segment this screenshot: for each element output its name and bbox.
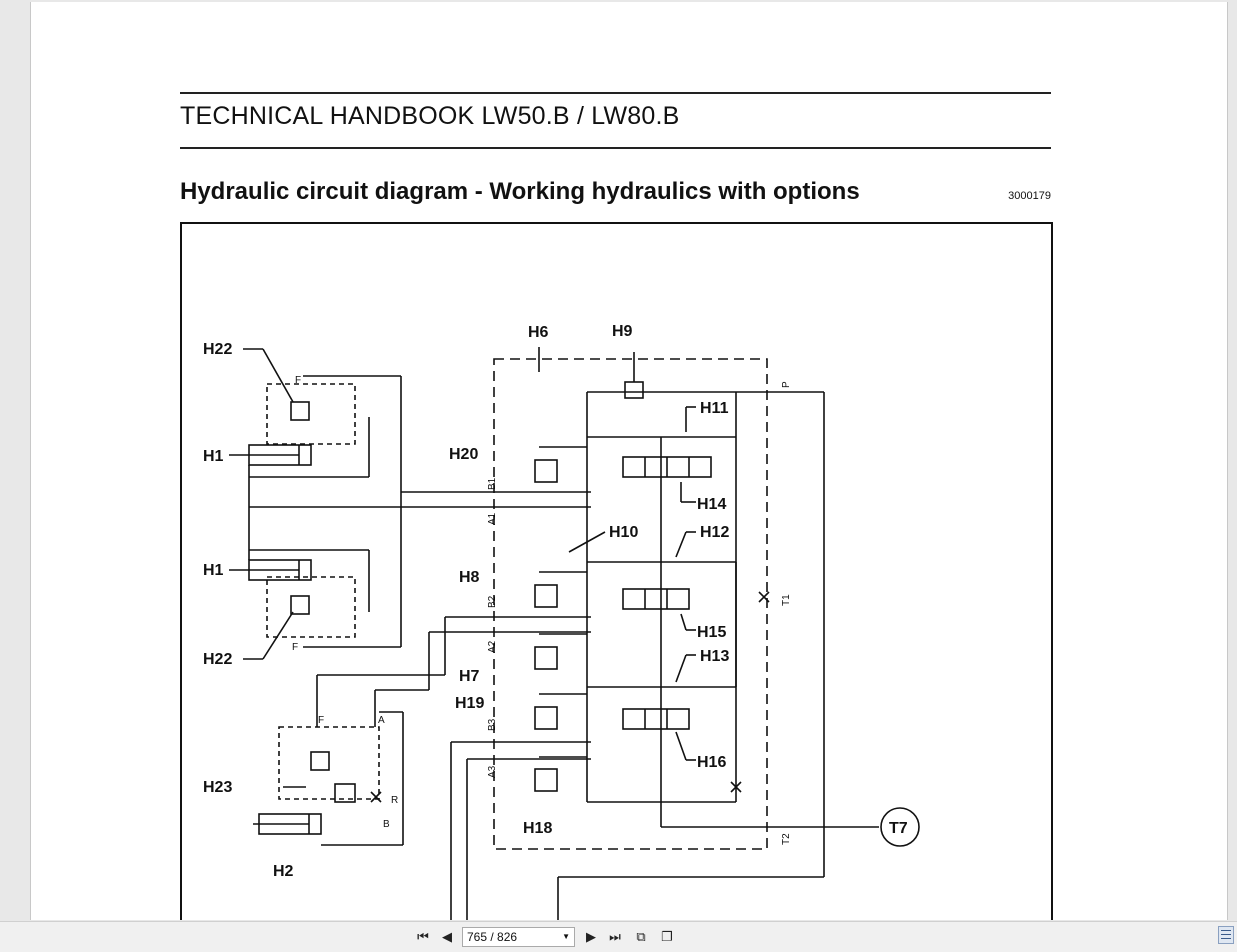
label-h19: H19: [455, 695, 484, 712]
page-layout-icon[interactable]: ❐: [661, 929, 673, 944]
label-h1-upper: H1: [203, 448, 224, 465]
label-h2: H2: [273, 863, 294, 880]
label-h20: H20: [449, 446, 478, 463]
label-h22-upper: H22: [203, 341, 232, 358]
valve-block-frame: [493, 358, 768, 850]
header-rule-top: [180, 92, 1051, 94]
label-h16: H16: [697, 754, 726, 771]
port-t2: T2: [781, 833, 792, 845]
copy-page-icon[interactable]: ⧉: [636, 929, 646, 944]
label-h9: H9: [612, 323, 633, 340]
label-h15: H15: [697, 624, 726, 641]
chevron-down-icon: ▼: [562, 932, 570, 941]
port-a3: A3: [487, 765, 498, 778]
previous-page-icon[interactable]: ◀: [442, 929, 452, 944]
label-h12: H12: [700, 524, 729, 541]
port-a1: A1: [487, 512, 498, 525]
label-h22-lower: H22: [203, 651, 232, 668]
page-number-select[interactable]: 765 / 826 ▼: [462, 927, 575, 947]
viewer-toolbar: ⏮ ◀ 765 / 826 ▼ ▶ ⏭ ⧉ ❐: [0, 921, 1237, 952]
port-f-lower: F: [292, 642, 298, 653]
label-h14: H14: [697, 496, 726, 513]
document-header-title: TECHNICAL HANDBOOK LW50.B / LW80.B: [180, 102, 680, 130]
document-number: 3000179: [1008, 190, 1051, 202]
port-a-h23: A: [378, 715, 385, 726]
header-rule-bottom: [180, 147, 1051, 149]
section-title: Hydraulic circuit diagram - Working hydr…: [180, 178, 860, 205]
port-b1: B1: [487, 477, 498, 490]
next-page-icon[interactable]: ▶: [586, 929, 596, 944]
label-h23: H23: [203, 779, 232, 796]
last-page-icon[interactable]: ⏭: [609, 929, 621, 944]
port-f-h23: F: [318, 715, 324, 726]
label-t7: T7: [889, 820, 908, 837]
side-panel-toggle-icon[interactable]: [1218, 926, 1234, 944]
label-h7: H7: [459, 668, 480, 685]
port-p: P: [781, 381, 792, 388]
port-b2: B2: [487, 595, 498, 608]
port-f-upper: F: [295, 375, 301, 386]
document-page: TECHNICAL HANDBOOK LW50.B / LW80.B Hydra…: [30, 2, 1228, 920]
label-h13: H13: [700, 648, 729, 665]
label-h1-lower: H1: [203, 562, 224, 579]
page-indicator: 765 / 826: [467, 930, 518, 944]
label-h18: H18: [523, 820, 552, 837]
port-b3: B3: [487, 718, 498, 731]
first-page-icon[interactable]: ⏮: [417, 929, 429, 944]
label-h10: H10: [609, 524, 638, 541]
port-r-h23: R: [391, 795, 398, 806]
port-a2: A2: [487, 640, 498, 653]
diagram-frame: [180, 222, 1053, 920]
port-t1: T1: [781, 594, 792, 606]
label-h6: H6: [528, 324, 549, 341]
label-h8: H8: [459, 569, 480, 586]
label-h11: H11: [700, 400, 729, 417]
port-b-h23: B: [383, 819, 390, 830]
hydraulic-circuit-diagram: H22 H1 H1 H22 H23 H2 H6 H9 H11 H20 H14 H…: [203, 323, 920, 920]
